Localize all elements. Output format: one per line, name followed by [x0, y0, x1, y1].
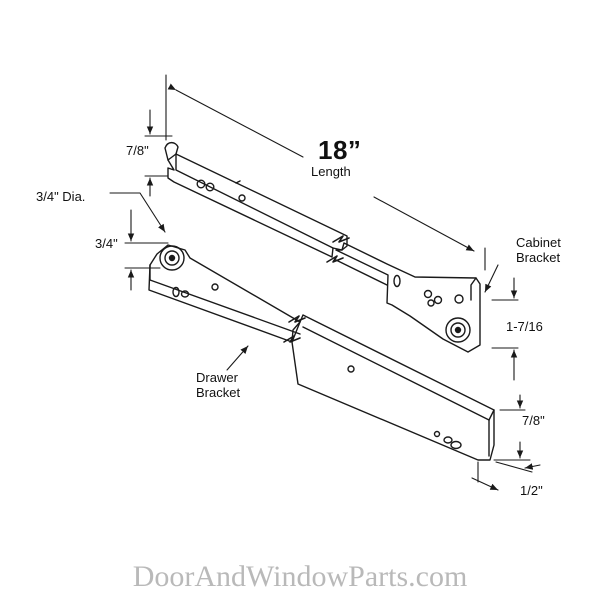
cabinet-bracket — [164, 141, 481, 353]
drawer-bracket-label: Drawer Bracket — [196, 370, 241, 401]
length-text: Length — [311, 164, 351, 179]
dim-cabinet-drop — [484, 264, 519, 381]
cabinet-label-line1: Cabinet — [516, 235, 561, 250]
watermark: DoorAndWindowParts.com — [132, 560, 468, 593]
dim-top-height — [144, 109, 173, 197]
drawer-label-line2: Bracket — [196, 384, 241, 400]
cabinet-drop-label: 1-7/16 — [506, 319, 543, 334]
drawer-bracket — [148, 244, 495, 461]
cabinet-bracket-label: Cabinet Bracket — [516, 235, 561, 266]
bottom-width-label: 1/2" — [520, 483, 543, 498]
dim-bottom-height — [493, 394, 531, 461]
cabinet-label-line2: Bracket — [516, 249, 561, 265]
dim-length — [165, 74, 486, 271]
length-value: 18” — [318, 135, 362, 165]
drawer-label-line1: Drawer — [196, 370, 238, 385]
dim-wheel — [109, 192, 169, 291]
wheel-diameter-label: 3/4" Dia. — [36, 189, 86, 204]
dim-drawer-label — [226, 345, 249, 371]
bottom-height-label: 7/8" — [522, 413, 545, 428]
top-height-label: 7/8" — [126, 143, 149, 158]
dim-bottom-width — [471, 461, 541, 491]
wheel-height-label: 3/4" — [95, 236, 118, 251]
